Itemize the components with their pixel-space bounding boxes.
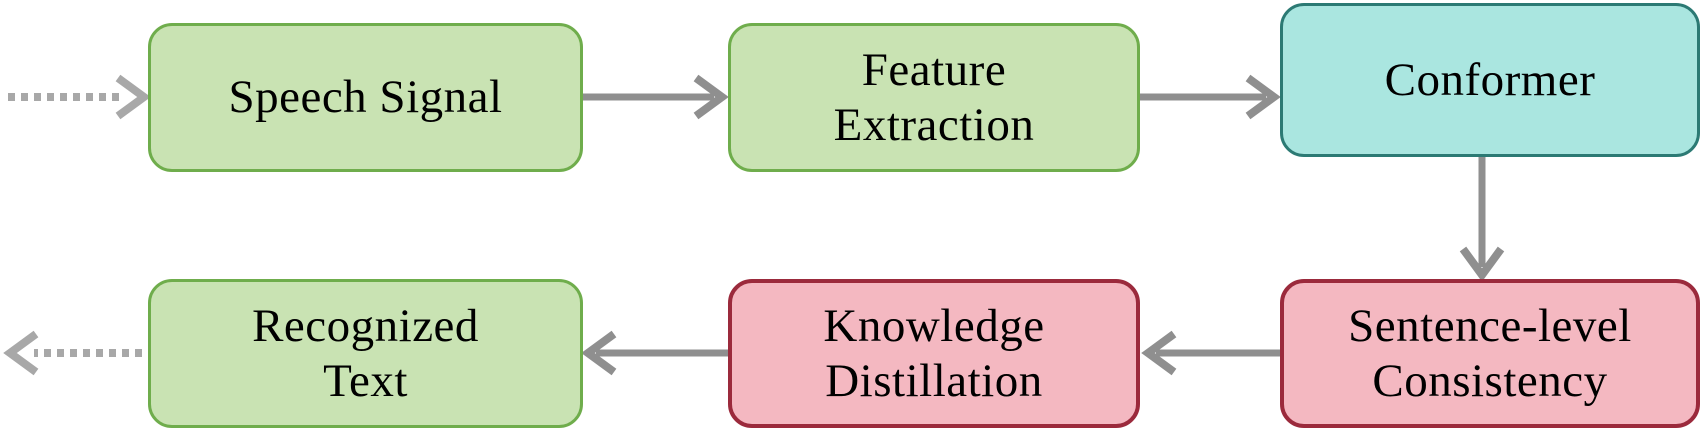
node-recognized-text: Recognized Text	[148, 279, 583, 428]
node-feature-extraction: Feature Extraction	[728, 23, 1140, 172]
node-sentence-level-consistency: Sentence-level Consistency	[1280, 279, 1700, 428]
arrow-conformer-to-consistency	[1459, 157, 1505, 282]
output-dotted-arrow	[3, 330, 142, 376]
node-feature-extraction-label: Feature Extraction	[833, 43, 1035, 151]
node-sentence-level-consistency-label: Sentence-level Consistency	[1348, 299, 1632, 407]
node-speech-signal: Speech Signal	[148, 23, 583, 172]
arrow-speech-to-feature	[583, 74, 729, 120]
node-conformer: Conformer	[1280, 3, 1700, 157]
arrow-distillation-to-recognized	[581, 330, 728, 376]
node-recognized-text-label: Recognized Text	[252, 299, 479, 407]
arrow-consistency-to-distillation	[1141, 330, 1280, 376]
node-knowledge-distillation: Knowledge Distillation	[728, 279, 1140, 428]
node-conformer-label: Conformer	[1384, 53, 1596, 106]
node-knowledge-distillation-label: Knowledge Distillation	[823, 299, 1045, 407]
input-dotted-arrow	[8, 74, 151, 120]
node-speech-signal-label: Speech Signal	[228, 71, 503, 123]
arrow-feature-to-conformer	[1140, 74, 1281, 120]
